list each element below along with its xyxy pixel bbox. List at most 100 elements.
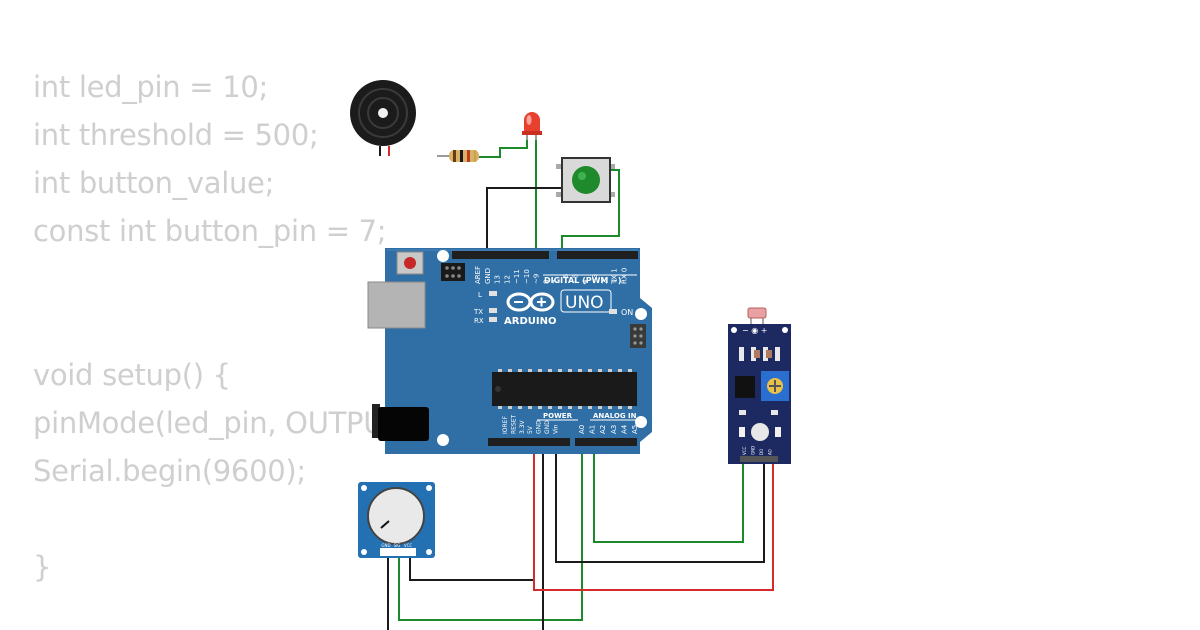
chip-leg (548, 406, 552, 409)
pot-pin-label: GND (381, 543, 390, 548)
reset-button[interactable] (396, 251, 424, 275)
icsp-header (441, 263, 465, 281)
chip-leg (618, 369, 622, 372)
wire-gnd-to-button[interactable] (486, 187, 562, 256)
brand-label: ARDUINO (504, 316, 556, 327)
pin-label: DO (759, 449, 764, 455)
pin-label: ~5 (572, 274, 580, 284)
red-led[interactable] (522, 112, 542, 140)
wire-pot-sig-to-a1[interactable] (398, 440, 583, 621)
pin-label: GND (544, 420, 551, 434)
pin-label: IOREF (502, 416, 509, 434)
pot-pin-label: SIG (394, 543, 401, 548)
chip-leg (538, 406, 542, 409)
wire-button-to-pin7[interactable] (561, 169, 620, 256)
pin-label: A0 (578, 425, 586, 434)
pin-label: A1 (589, 425, 597, 434)
chip-leg (518, 406, 522, 409)
pin-label: RESET (510, 414, 517, 434)
pin-label: VCC (742, 446, 747, 455)
rx-label: RX (474, 317, 484, 325)
on-label: ON (621, 308, 633, 317)
power-led (609, 309, 617, 314)
analog-header (575, 438, 637, 446)
pin-label: 5V (527, 425, 534, 434)
code-line: int led_pin = 10; (33, 70, 268, 104)
usb-port (367, 281, 426, 329)
l-led (489, 291, 497, 296)
chip-leg (498, 406, 502, 409)
chip-leg (578, 369, 582, 372)
chip-leg (568, 369, 572, 372)
power-label: POWER (543, 412, 573, 420)
pin-label: RX 0 (620, 268, 628, 284)
wire-sensor-gnd[interactable] (555, 440, 765, 563)
chip-leg (548, 369, 552, 372)
dc-power-jack (372, 404, 429, 441)
chip-leg (518, 369, 522, 372)
pin-label: ~6 (562, 273, 570, 284)
chip-leg (528, 369, 532, 372)
chip-leg (558, 369, 562, 372)
chip-leg (598, 369, 602, 372)
wire-sensor-vcc-to-3v3[interactable] (533, 440, 774, 591)
pin-label: ~11 (513, 269, 521, 284)
pin-label: 8 (542, 280, 550, 284)
chip-leg (608, 369, 612, 372)
chip-leg (598, 406, 602, 409)
chip-leg (628, 406, 632, 409)
wires (379, 138, 774, 630)
atmega-chip (492, 369, 637, 409)
pin-label: A3 (610, 425, 618, 434)
pin-label: AO (768, 449, 773, 455)
push-button[interactable] (556, 157, 615, 203)
digital-header-label: DIGITAL (PWM ~) (544, 276, 622, 285)
pin-label: A4 (620, 424, 628, 434)
chip-leg (608, 406, 612, 409)
potentiometer-knob[interactable] (367, 487, 425, 545)
pin-label: A2 (599, 425, 607, 434)
code-line: } (33, 550, 52, 584)
icsp2-header (630, 324, 646, 348)
wire-sensor-ao-to-a0[interactable] (593, 440, 744, 543)
pin-label: ~3 (591, 274, 599, 284)
model-badge: UNO (560, 289, 612, 313)
tx-label: TX (473, 308, 483, 316)
analog-in-label: ANALOG IN (593, 412, 637, 420)
l-led-label: L (478, 291, 482, 299)
pin-label: GND (484, 268, 492, 284)
piezo-buzzer[interactable] (350, 80, 416, 146)
pin-label: GND (751, 446, 756, 455)
pin-label: AREF (474, 266, 482, 284)
code-line: pinMode(led_pin, OUTPUT); (33, 406, 423, 440)
rx-led (489, 317, 497, 322)
pin-label: 12 (503, 275, 511, 284)
chip-leg (508, 406, 512, 409)
photoresistor (747, 307, 767, 319)
pin-label: GND (536, 420, 543, 434)
code-line: Serial.begin(9600); (33, 454, 306, 488)
code-line: int button_value; (33, 166, 275, 200)
svg-text:− ◉ +: − ◉ + (742, 326, 767, 335)
pin-label: 13 (494, 275, 502, 284)
code-line: int threshold = 500; (33, 118, 319, 152)
pin-label: Vin (552, 424, 559, 434)
svg-text:UNO: UNO (565, 293, 604, 313)
tx-led (489, 308, 497, 313)
comparator-chip (735, 376, 755, 398)
pin-label: ~9 (533, 274, 541, 284)
resistor[interactable] (437, 150, 479, 162)
chip-leg (588, 406, 592, 409)
chip-leg (508, 369, 512, 372)
chip-leg (618, 406, 622, 409)
digital-header-2 (557, 251, 638, 259)
wire-resistor-to-led[interactable] (478, 138, 528, 158)
